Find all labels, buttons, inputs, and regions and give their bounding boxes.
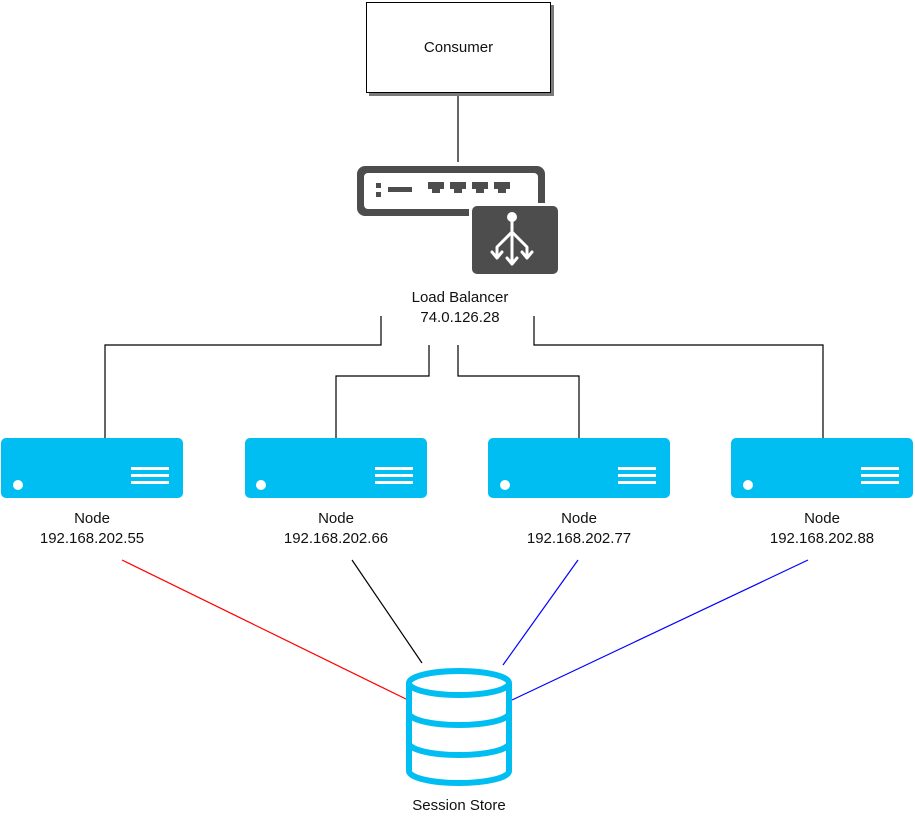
session-store-label: Session Store [379,796,539,816]
node-1-to-store-link [121,559,409,701]
node-4-to-store-link [511,559,809,701]
database-icon [406,668,512,786]
node-4-name: Node [804,510,840,527]
node-3-label: Node 192.168.202.77 [499,509,659,549]
node-2-label: Node 192.168.202.66 [256,509,416,549]
server-icon [245,438,427,498]
server-icon [488,438,670,498]
node-1-name: Node [74,510,110,527]
load-balancer-icon [357,166,561,277]
node-4-ip: 192.168.202.88 [769,530,875,547]
load-balancer-ip: 74.0.126.28 [420,309,500,326]
consumer-label: Consumer [423,39,494,56]
node-1-ip: 192.168.202.55 [39,530,145,547]
consumer-box[interactable]: Consumer [366,2,551,93]
node-2-to-store-link [351,559,423,664]
load-balancer-name: Load Balancer [411,289,509,306]
session-store-name: Session Store [412,797,506,814]
node-3-to-store-link [502,559,579,666]
node-2-ip: 192.168.202.66 [283,530,389,547]
lb-to-node-4-connector [533,316,824,438]
lb-to-node-1-connector [104,316,382,438]
node-3-name: Node [561,510,597,527]
node-1-label: Node 192.168.202.55 [12,509,172,549]
lb-to-node-2-connector [335,345,430,438]
load-balancer-label: Load Balancer 74.0.126.28 [380,288,540,328]
server-icon [1,438,183,498]
lb-to-node-3-connector [457,345,580,438]
node-3-ip: 192.168.202.77 [526,530,632,547]
server-icon [731,438,913,498]
node-4-label: Node 192.168.202.88 [742,509,902,549]
node-2-name: Node [318,510,354,527]
